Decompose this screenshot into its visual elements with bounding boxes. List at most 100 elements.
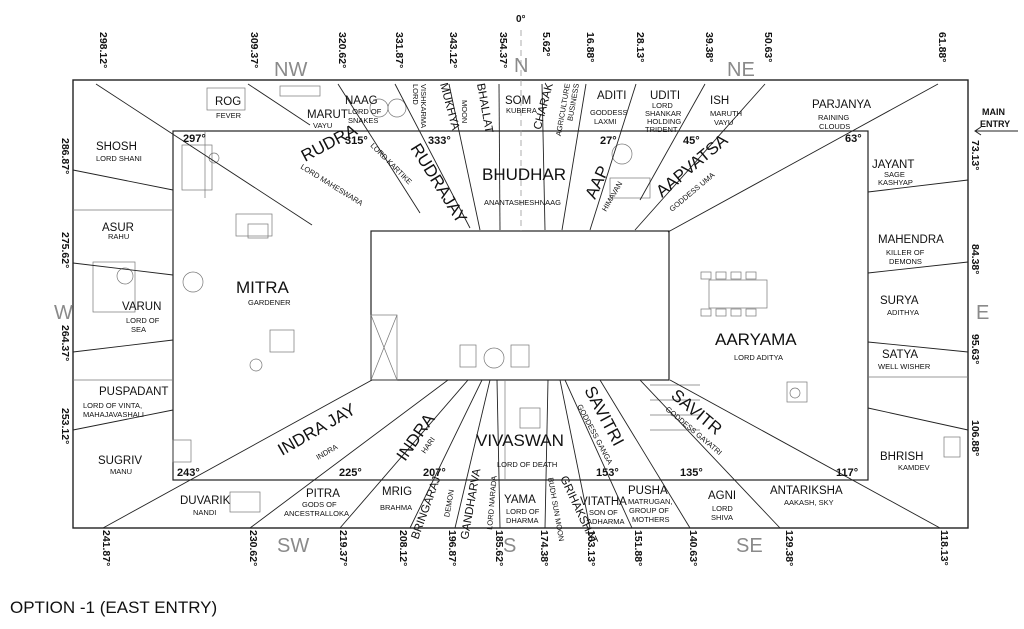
- plan-outlines: [72, 30, 1018, 529]
- zone-kartike: LORD KARTIKE: [369, 141, 414, 186]
- zone-pitra-sub: ANCESTRALLOKA: [284, 509, 349, 518]
- zone-yama-sub: LORD OF: [506, 507, 540, 516]
- angle-label: 225°: [339, 467, 362, 479]
- zone-vitatha-sub: SON OF: [589, 508, 618, 517]
- deg-left: 275.62°: [59, 232, 71, 268]
- deg-right: 84.38°: [969, 244, 981, 274]
- zone-yama-sub: DHARMA: [506, 516, 539, 525]
- zone-pusha: PUSHA: [628, 485, 668, 497]
- deg-top: 354.37°: [497, 32, 509, 68]
- deg-top: 331.87°: [393, 32, 405, 68]
- zone-uditi-sub: TRIDENT: [645, 125, 678, 134]
- zone-puspadant-sub: LORD OF VINTA,: [83, 401, 142, 410]
- deg-top: 298.12°: [97, 32, 109, 68]
- deg-top: 5.62°: [540, 32, 552, 57]
- zone-jayant: JAYANT: [872, 159, 914, 171]
- angle-label: 45°: [683, 135, 700, 147]
- zone-varun-sub: LORD OF: [126, 316, 160, 325]
- zone-vitatha: VITATHA: [580, 496, 627, 508]
- zone-rudrajay: RUDRAJAY: [407, 140, 471, 227]
- zone-aditi-sub: LAXMI: [594, 117, 617, 126]
- zone-aaryama: AARYAMA: [715, 330, 797, 349]
- angle-label: 333°: [428, 135, 451, 147]
- zone-bhallat: BHALLAT: [474, 82, 495, 134]
- deg-bottom: 185.62°: [493, 530, 505, 566]
- deg-top: 343.12°: [447, 32, 459, 68]
- zone-antariksha-sub: AAKASH, SKY: [784, 498, 834, 507]
- zone-shosh-sub: LORD SHANI: [96, 154, 142, 163]
- angle-label: 243°: [177, 467, 200, 479]
- zone-vivaswan-sub: LORD OF DEATH: [497, 460, 557, 469]
- zone-uditi-sub: HOLDING: [647, 117, 681, 126]
- zone-rog: ROG: [215, 96, 241, 108]
- zone-vishkarma: LORD: [411, 84, 420, 105]
- zone-pusha-sub: MOTHERS: [632, 515, 670, 524]
- zone-narada: LORD NARADA: [485, 475, 499, 530]
- outer-boundary: [72, 79, 969, 529]
- zone-satya: SATYA: [882, 349, 918, 361]
- zone-parjanya-sub: CLOUDS: [819, 122, 850, 131]
- zero-degree-label: 0°: [516, 14, 526, 25]
- zone-varun-sub: SEA: [131, 325, 146, 334]
- zone-aaryama-sub: LORD ADITYA: [734, 353, 783, 362]
- deg-right: 73.13°: [969, 140, 981, 170]
- deg-top: 309.37°: [248, 32, 260, 68]
- zone-ish-sub: MARUTH: [710, 109, 742, 118]
- zone-aditi-sub: GODDESS: [590, 108, 628, 117]
- zone-puspadant-sub: MAHAJAVASHALI: [83, 410, 144, 419]
- zone-shosh: SHOSH: [96, 141, 137, 153]
- angle-label: 207°: [423, 467, 446, 479]
- zone-mahendra: MAHENDRA: [878, 234, 944, 246]
- zone-aditi: ADITI: [597, 90, 626, 102]
- zone-naag-sub: LORD OF: [348, 107, 382, 116]
- zone-som: SOM: [505, 95, 531, 107]
- zone-mahendra-sub: DEMONS: [889, 257, 922, 266]
- zone-duvarik: DUVARIK: [180, 495, 231, 507]
- deg-bottom: 241.87°: [100, 530, 112, 566]
- zone-vishkarma: VISHKARMA: [419, 84, 428, 128]
- zone-surya: SURYA: [880, 295, 919, 307]
- degree-labels: 298.12° 309.37° 320.62° 331.87° 343.12° …: [59, 32, 981, 566]
- deg-top: 16.88°: [584, 32, 596, 62]
- deg-bottom: 140.63°: [687, 530, 699, 566]
- deg-right: 95.63°: [969, 334, 981, 364]
- zone-asur: ASUR: [102, 222, 134, 234]
- dir-w: W: [54, 302, 73, 324]
- dir-e: E: [976, 302, 989, 324]
- zone-mrig: MRIG: [382, 486, 412, 498]
- deg-bottom: 230.62°: [247, 530, 259, 566]
- zone-surya-sub: ADITHYA: [887, 308, 919, 317]
- zone-mitra: MITRA: [236, 278, 290, 297]
- zone-indra: INDRA: [393, 410, 439, 465]
- zone-ish-sub: VAYU: [714, 118, 733, 127]
- zone-uditi-sub: LORD: [652, 101, 673, 110]
- zone-parjanya-sub: RAINING: [818, 113, 849, 122]
- dir-s: S: [503, 535, 516, 557]
- dir-nw: NW: [274, 59, 307, 81]
- angle-label: 297°: [183, 133, 206, 145]
- zone-pitra: PITRA: [306, 488, 340, 500]
- zone-som-sub: KUBERA: [506, 106, 537, 115]
- zone-pitra-sub: GODS OF: [302, 500, 337, 509]
- dir-sw: SW: [277, 535, 309, 557]
- zone-antariksha: ANTARIKSHA: [770, 485, 843, 497]
- zone-duvarik-sub: NANDI: [193, 508, 216, 517]
- zone-mukhya: MUKHYA: [437, 82, 461, 132]
- zone-bhrish: BHRISH: [880, 451, 923, 463]
- deg-left: 253.12°: [59, 408, 71, 444]
- zone-marut: MARUT: [307, 109, 348, 121]
- main-entry-label-2: ENTRY: [980, 119, 1010, 129]
- deg-bottom: 151.88°: [632, 530, 644, 566]
- angle-label: 117°: [836, 467, 858, 479]
- zone-bhudhar: BHUDHAR: [482, 165, 566, 184]
- dir-n: N: [514, 55, 528, 77]
- angle-label: 315°: [345, 135, 368, 147]
- zone-pusha-sub: MATRUGAN,: [628, 497, 672, 506]
- deg-bottom: 174.38°: [538, 530, 550, 566]
- zone-bhudhar-sub: ANANTASHESHNAAG: [484, 198, 561, 207]
- angle-labels: 297° 315° 333° 27° 45° 63° 243° 225° 207…: [177, 133, 862, 479]
- zone-varun: VARUN: [122, 301, 161, 313]
- deg-top: 39.38°: [703, 32, 715, 62]
- zone-mitra-sub: GARDENER: [248, 298, 291, 307]
- deg-left: 264.37°: [59, 325, 71, 361]
